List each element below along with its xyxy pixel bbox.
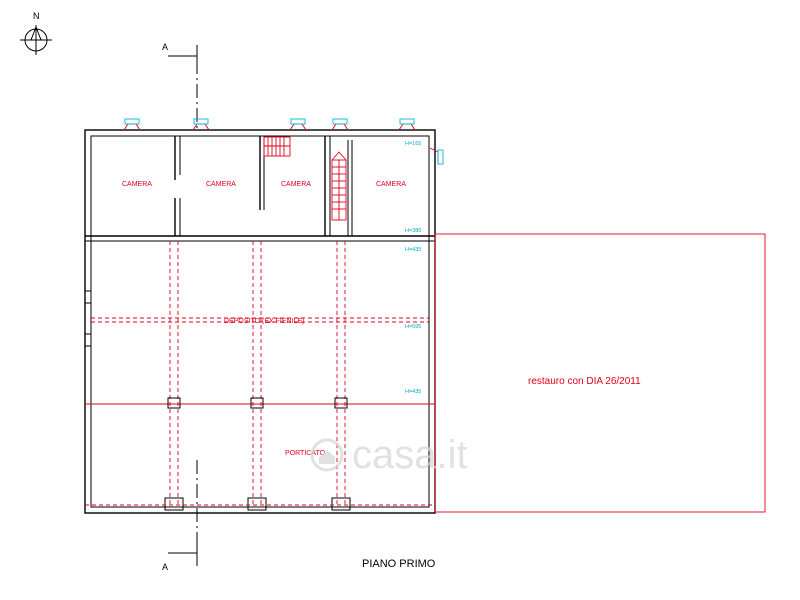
height-label-165: H=165 xyxy=(405,141,421,147)
room-label-camera-2: CAMERA xyxy=(206,181,236,188)
height-label-435-bottom: H=435 xyxy=(405,389,421,395)
pillar-grid xyxy=(84,241,435,511)
height-label-435-top: H=435 xyxy=(405,247,421,253)
height-label-380: H=380 xyxy=(405,228,421,234)
plan-title: PIANO PRIMO xyxy=(362,558,436,570)
watermark-text: casa.it xyxy=(352,433,468,477)
stair-lower xyxy=(331,151,347,221)
windows-top xyxy=(123,118,444,165)
stair-upper xyxy=(263,136,291,157)
watermark: casa.it xyxy=(310,433,468,477)
restoration-label: restauro con DIA 26/2011 xyxy=(528,376,641,387)
room-label-deposito: DEPOSITO (EX FIENILE) xyxy=(224,318,304,325)
north-label: N xyxy=(33,11,40,21)
section-line-a xyxy=(168,45,198,566)
room-label-porticato: PORTICATO xyxy=(285,450,326,457)
bedroom-partitions xyxy=(85,136,435,242)
restoration-area xyxy=(434,233,766,513)
room-label-camera-3: CAMERA xyxy=(281,181,311,188)
height-label-595: H=595 xyxy=(405,324,421,330)
north-arrow-icon xyxy=(20,25,52,55)
section-label-bottom: A xyxy=(162,562,168,572)
section-label-top: A xyxy=(162,42,168,52)
room-label-camera-1: CAMERA xyxy=(122,181,152,188)
room-label-camera-4: CAMERA xyxy=(376,181,406,188)
